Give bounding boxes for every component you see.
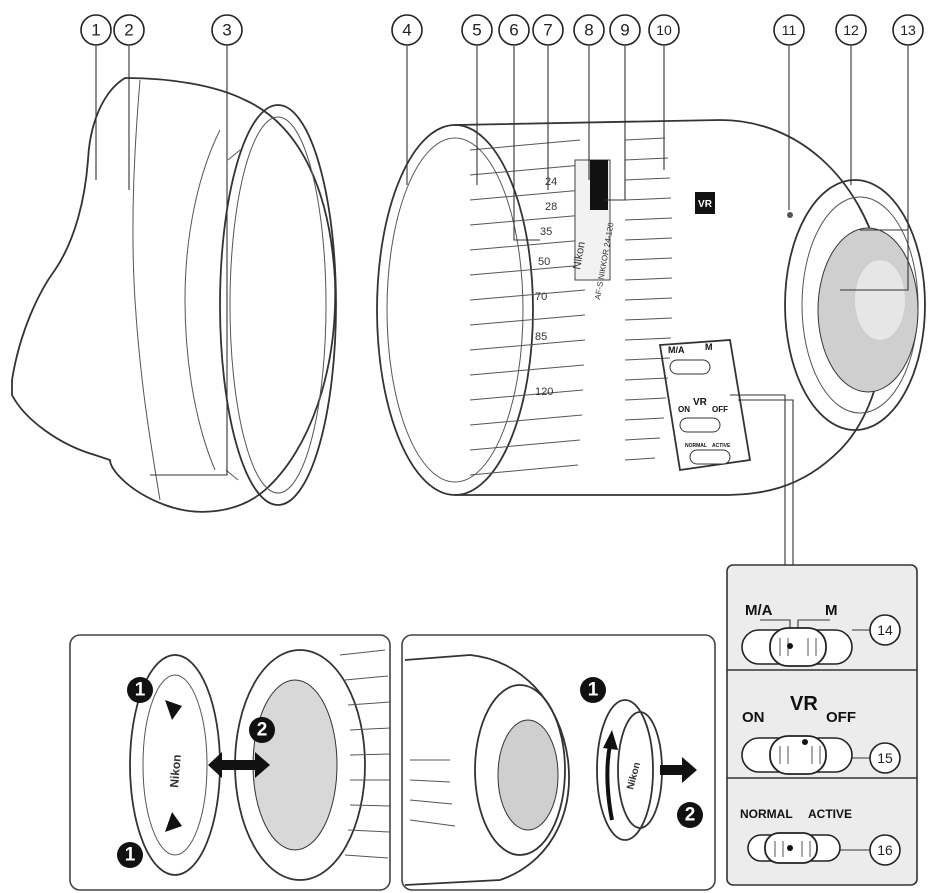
svg-text:ON: ON: [678, 405, 690, 414]
callout-2: 2: [113, 14, 145, 46]
callout-15: 15: [852, 742, 901, 774]
vr-normal-label: NORMAL: [740, 807, 793, 821]
svg-text:M/A: M/A: [668, 345, 685, 355]
callout-13: 13: [892, 14, 924, 46]
front-step-badge-1-top: 1: [127, 677, 153, 703]
svg-text:NORMAL: NORMAL: [685, 443, 707, 449]
callout-11: 11: [773, 14, 805, 46]
callout-4: 4: [391, 14, 423, 46]
callout-6: 6: [498, 14, 530, 46]
svg-text:1: 1: [125, 845, 136, 866]
svg-text:16: 16: [877, 842, 893, 858]
rear-step-badge-2: 2: [677, 802, 703, 828]
svg-text:13: 13: [900, 22, 916, 38]
svg-text:VR: VR: [693, 397, 708, 408]
vr-badge-text: VR: [698, 199, 713, 210]
vr-label: VR: [790, 693, 818, 715]
lens-body: 24 28 35 50 70 85 120 Nikon AF-S NIKKOR …: [376, 119, 926, 496]
svg-text:14: 14: [877, 622, 893, 638]
front-step-badge-2: 2: [249, 717, 275, 743]
svg-text:85: 85: [535, 331, 547, 343]
svg-text:M: M: [705, 342, 713, 352]
svg-text:1: 1: [91, 21, 100, 40]
lens-switch-panel: M/A M ON VR OFF NORMAL ACTIVE: [658, 339, 752, 472]
svg-text:12: 12: [843, 22, 859, 38]
front-cap-brand: Nikon: [167, 754, 184, 788]
callout-9: 9: [609, 14, 641, 46]
svg-text:4: 4: [402, 21, 411, 40]
inset-rear-cap: Nikon 1 2: [401, 634, 716, 891]
focal-length-scale: 24 28 35 50 70 85 120: [535, 176, 557, 398]
vr-on-label: ON: [742, 709, 765, 726]
focus-mode-switch: M/A M: [741, 602, 853, 667]
svg-text:2: 2: [257, 720, 268, 741]
callout-8: 8: [573, 14, 605, 46]
svg-text:1: 1: [588, 680, 599, 701]
vr-mode-switch: NORMAL ACTIVE: [740, 807, 852, 864]
inset-front-cap: Nikon 1 2 1: [69, 634, 391, 891]
svg-text:ACTIVE: ACTIVE: [712, 443, 731, 449]
svg-text:8: 8: [584, 21, 593, 40]
callout-leaders: [95, 46, 909, 565]
svg-text:1: 1: [135, 680, 146, 701]
svg-text:15: 15: [877, 750, 893, 766]
focus-mode-right-label: M: [825, 602, 838, 619]
callout-3: 3: [211, 14, 243, 46]
brand-label: Nikon: [571, 241, 588, 271]
callout-5: 5: [461, 14, 493, 46]
callout-10: 10: [648, 14, 680, 46]
svg-text:28: 28: [545, 201, 557, 213]
svg-text:50: 50: [538, 256, 550, 268]
svg-text:70: 70: [535, 291, 547, 303]
callout-14: 14: [852, 614, 901, 646]
zoom-ring: [469, 139, 586, 476]
svg-text:2: 2: [685, 805, 696, 826]
svg-text:3: 3: [222, 21, 231, 40]
vr-active-label: ACTIVE: [808, 807, 852, 821]
callout-16: 16: [840, 834, 901, 866]
switch-detail-panel: M/A M ON VR OFF NORMAL ACTIVE: [726, 564, 918, 886]
svg-text:2: 2: [124, 21, 133, 40]
svg-text:35: 35: [540, 226, 552, 238]
svg-text:120: 120: [535, 386, 553, 398]
callout-7: 7: [532, 14, 564, 46]
svg-text:7: 7: [543, 21, 552, 40]
front-step-badge-1-bottom: 1: [117, 842, 143, 868]
svg-text:9: 9: [620, 21, 629, 40]
svg-text:24: 24: [545, 176, 557, 188]
svg-text:11: 11: [782, 22, 797, 38]
focus-mode-left-label: M/A: [745, 602, 773, 619]
focus-ring: [624, 137, 673, 461]
svg-text:6: 6: [509, 21, 518, 40]
callout-1: 1: [80, 14, 112, 46]
vr-badge: [695, 192, 715, 214]
rear-step-badge-1: 1: [580, 677, 606, 703]
callout-12: 12: [835, 14, 867, 46]
svg-text:5: 5: [472, 21, 481, 40]
svg-text:10: 10: [656, 22, 672, 38]
lens-hood: [11, 77, 337, 513]
vr-power-switch: ON VR OFF: [741, 693, 856, 775]
svg-text:OFF: OFF: [712, 405, 728, 414]
vr-off-label: OFF: [826, 709, 856, 726]
